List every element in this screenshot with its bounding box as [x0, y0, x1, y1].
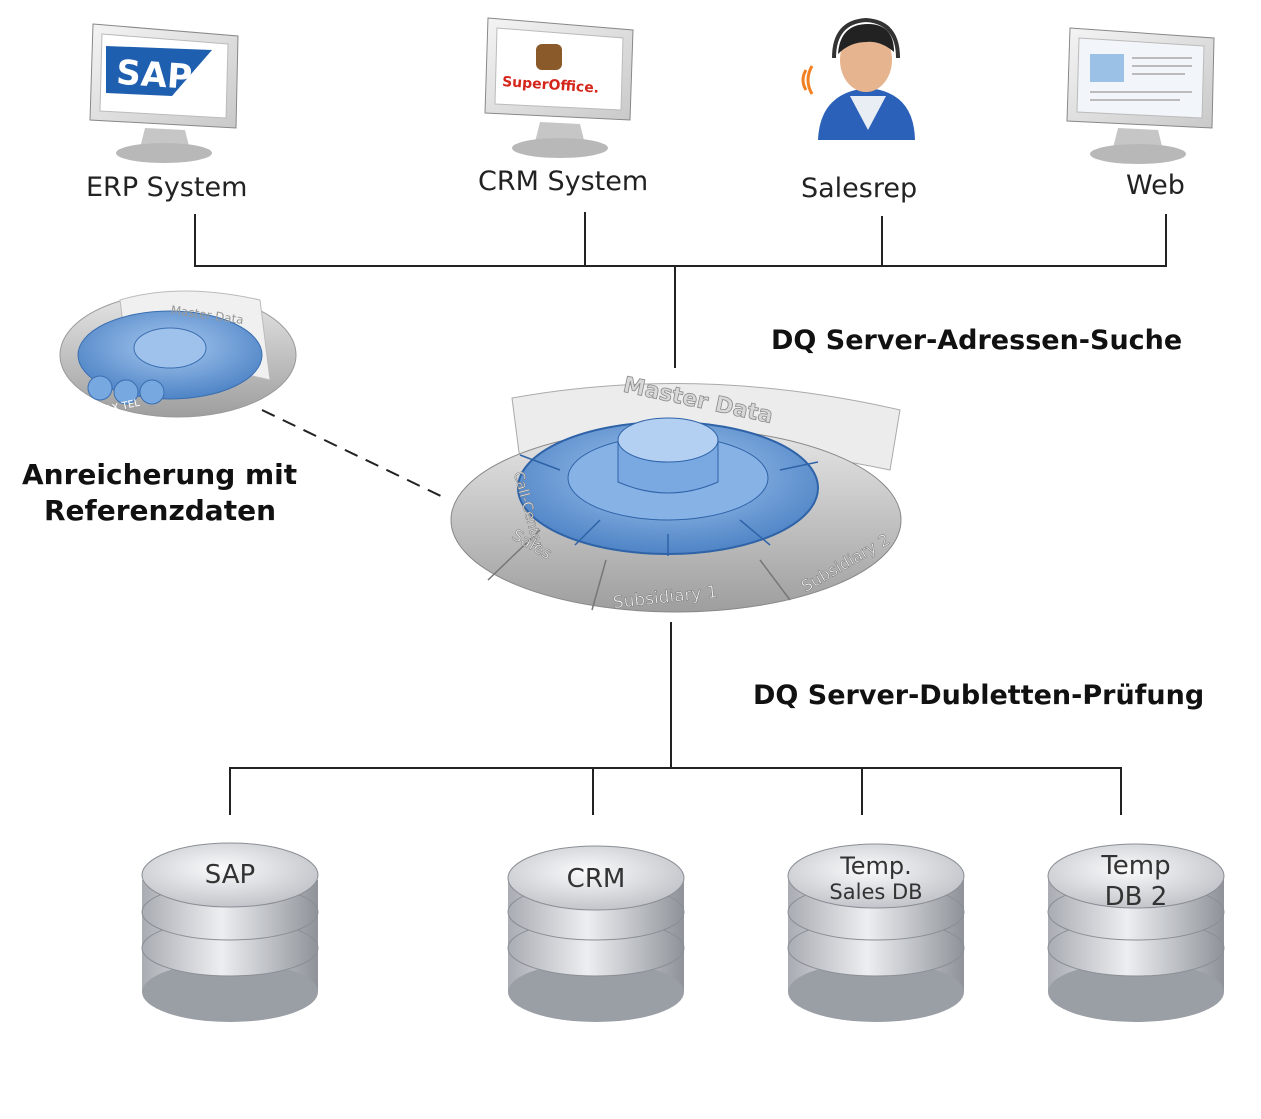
db-sap-label: SAP	[204, 860, 256, 890]
db-crm-label: CRM	[566, 864, 626, 894]
erp-system-label: ERP System	[86, 172, 248, 203]
db-temp2-line1: Temp	[1101, 851, 1171, 881]
db-temp-sales-line2: Sales DB	[829, 880, 923, 904]
top-connectors	[194, 212, 1167, 368]
db-temp-sales-line1: Temp.	[840, 852, 912, 880]
enrichment-label-line1: Anreicherung mit	[22, 458, 298, 491]
salesrep-person-icon	[801, 17, 915, 140]
enrichment-dashed-link	[261, 409, 446, 499]
crm-system-label: CRM System	[478, 166, 649, 197]
search-label: DQ Server-Adressen-Suche	[771, 325, 1183, 356]
web-label: Web	[1126, 170, 1185, 201]
temp-sales-database-icon	[787, 843, 965, 1022]
sap-database-icon	[141, 842, 319, 1022]
temp-db2-database-icon	[1047, 843, 1225, 1022]
db-temp2-line2: DB 2	[1104, 882, 1168, 912]
superoffice-logo-text: SuperOffice.	[502, 74, 600, 97]
crm-database-icon	[507, 845, 685, 1022]
crm-monitor-icon	[484, 17, 634, 158]
enrichment-label-line2: Referenzdaten	[44, 494, 276, 527]
salesrep-label: Salesrep	[801, 173, 918, 204]
dedup-label: DQ Server-Dubletten-Prüfung	[753, 680, 1205, 711]
erp-monitor-icon	[89, 23, 239, 163]
mini-hub-icon	[59, 290, 297, 418]
bottom-connectors	[229, 622, 1122, 815]
master-data-hub-icon	[450, 383, 902, 613]
web-monitor-icon	[1066, 27, 1215, 164]
sap-logo-text: SAP	[115, 53, 193, 98]
